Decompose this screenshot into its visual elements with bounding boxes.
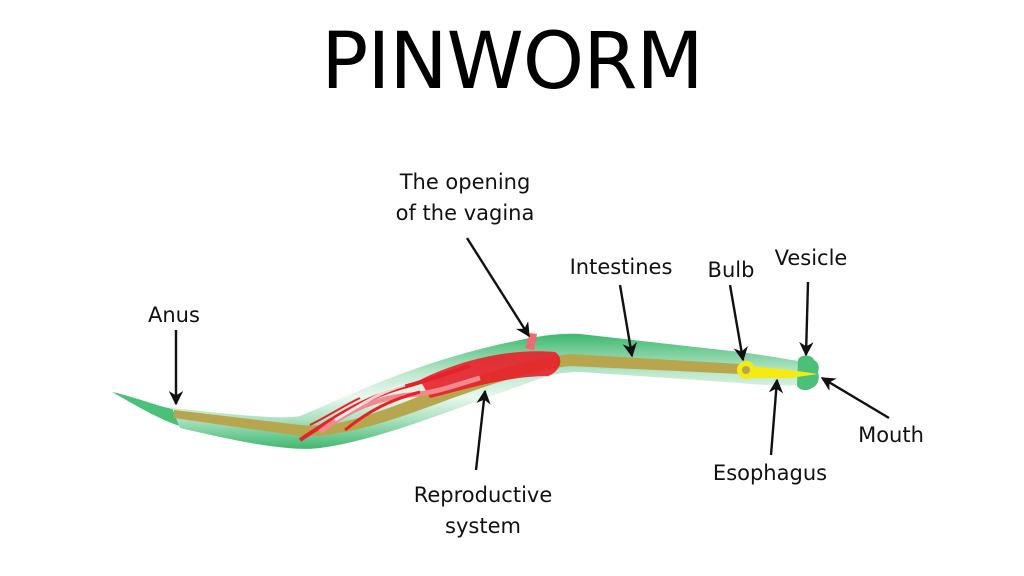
intestine: [174, 354, 740, 437]
vesicle-arrow: [799, 281, 814, 357]
esophagus: [748, 366, 818, 378]
intestines-arrow: [618, 284, 637, 358]
esophagus-arrow: [768, 378, 784, 456]
label-bulb: Bulb: [708, 258, 755, 282]
label-vagina-opening-2: of the vagina: [396, 201, 535, 225]
label-intestines: Intestines: [570, 255, 673, 279]
label-vagina-opening-1: The opening: [399, 170, 531, 194]
label-anus: Anus: [148, 303, 200, 327]
reproductive-arrow: [474, 389, 491, 471]
page-title: PINWORM: [321, 17, 702, 107]
label-reproductive-2: system: [445, 514, 521, 538]
reproductive-system: [298, 333, 561, 442]
worm-trunk: [172, 333, 805, 449]
label-esophagus: Esophagus: [713, 461, 827, 485]
arrows: [168, 237, 890, 471]
mouth-arrow: [820, 376, 890, 420]
esophagus-group: [737, 361, 818, 379]
vagina-opening-arrow: [465, 237, 531, 338]
label-reproductive-1: Reproductive: [414, 483, 553, 507]
label-vesicle: Vesicle: [775, 246, 848, 270]
label-mouth: Mouth: [858, 423, 924, 447]
bulb-arrow: [728, 284, 748, 362]
